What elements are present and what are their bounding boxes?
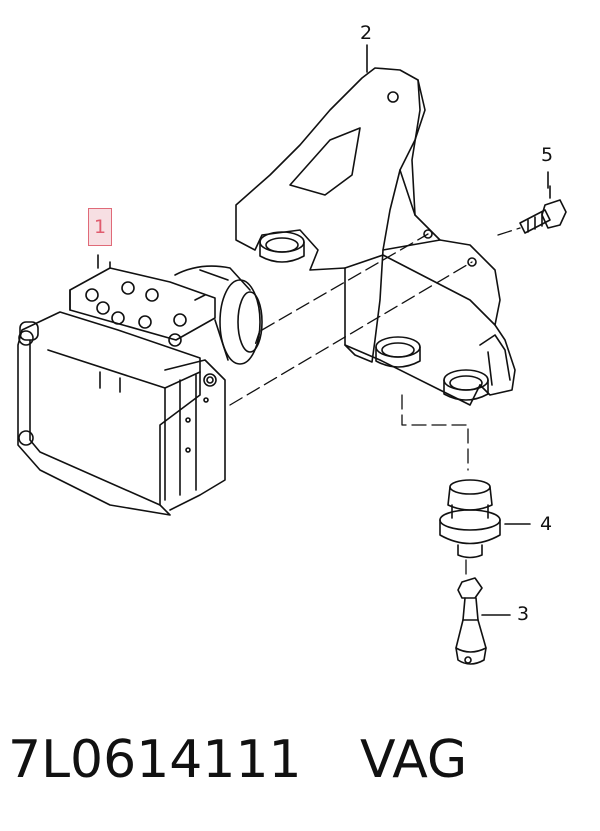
leader-lines (366, 44, 549, 189)
callout-5: 5 (541, 144, 554, 166)
rubber-mount-part-4 (439, 479, 531, 559)
callout-1-highlighted[interactable]: 1 (88, 208, 112, 246)
callout-3: 3 (517, 603, 530, 625)
stud-bolt-part-3 (455, 577, 511, 665)
callout-4: 4 (540, 513, 553, 535)
abs-control-unit (17, 254, 263, 516)
assembly-lines (229, 227, 521, 576)
part-number-label: 7L0614111 (8, 730, 302, 790)
callout-2: 2 (360, 22, 373, 44)
bolt-part-5 (519, 185, 567, 234)
mounting-bracket (235, 67, 516, 406)
brand-label: VAG (360, 730, 468, 790)
